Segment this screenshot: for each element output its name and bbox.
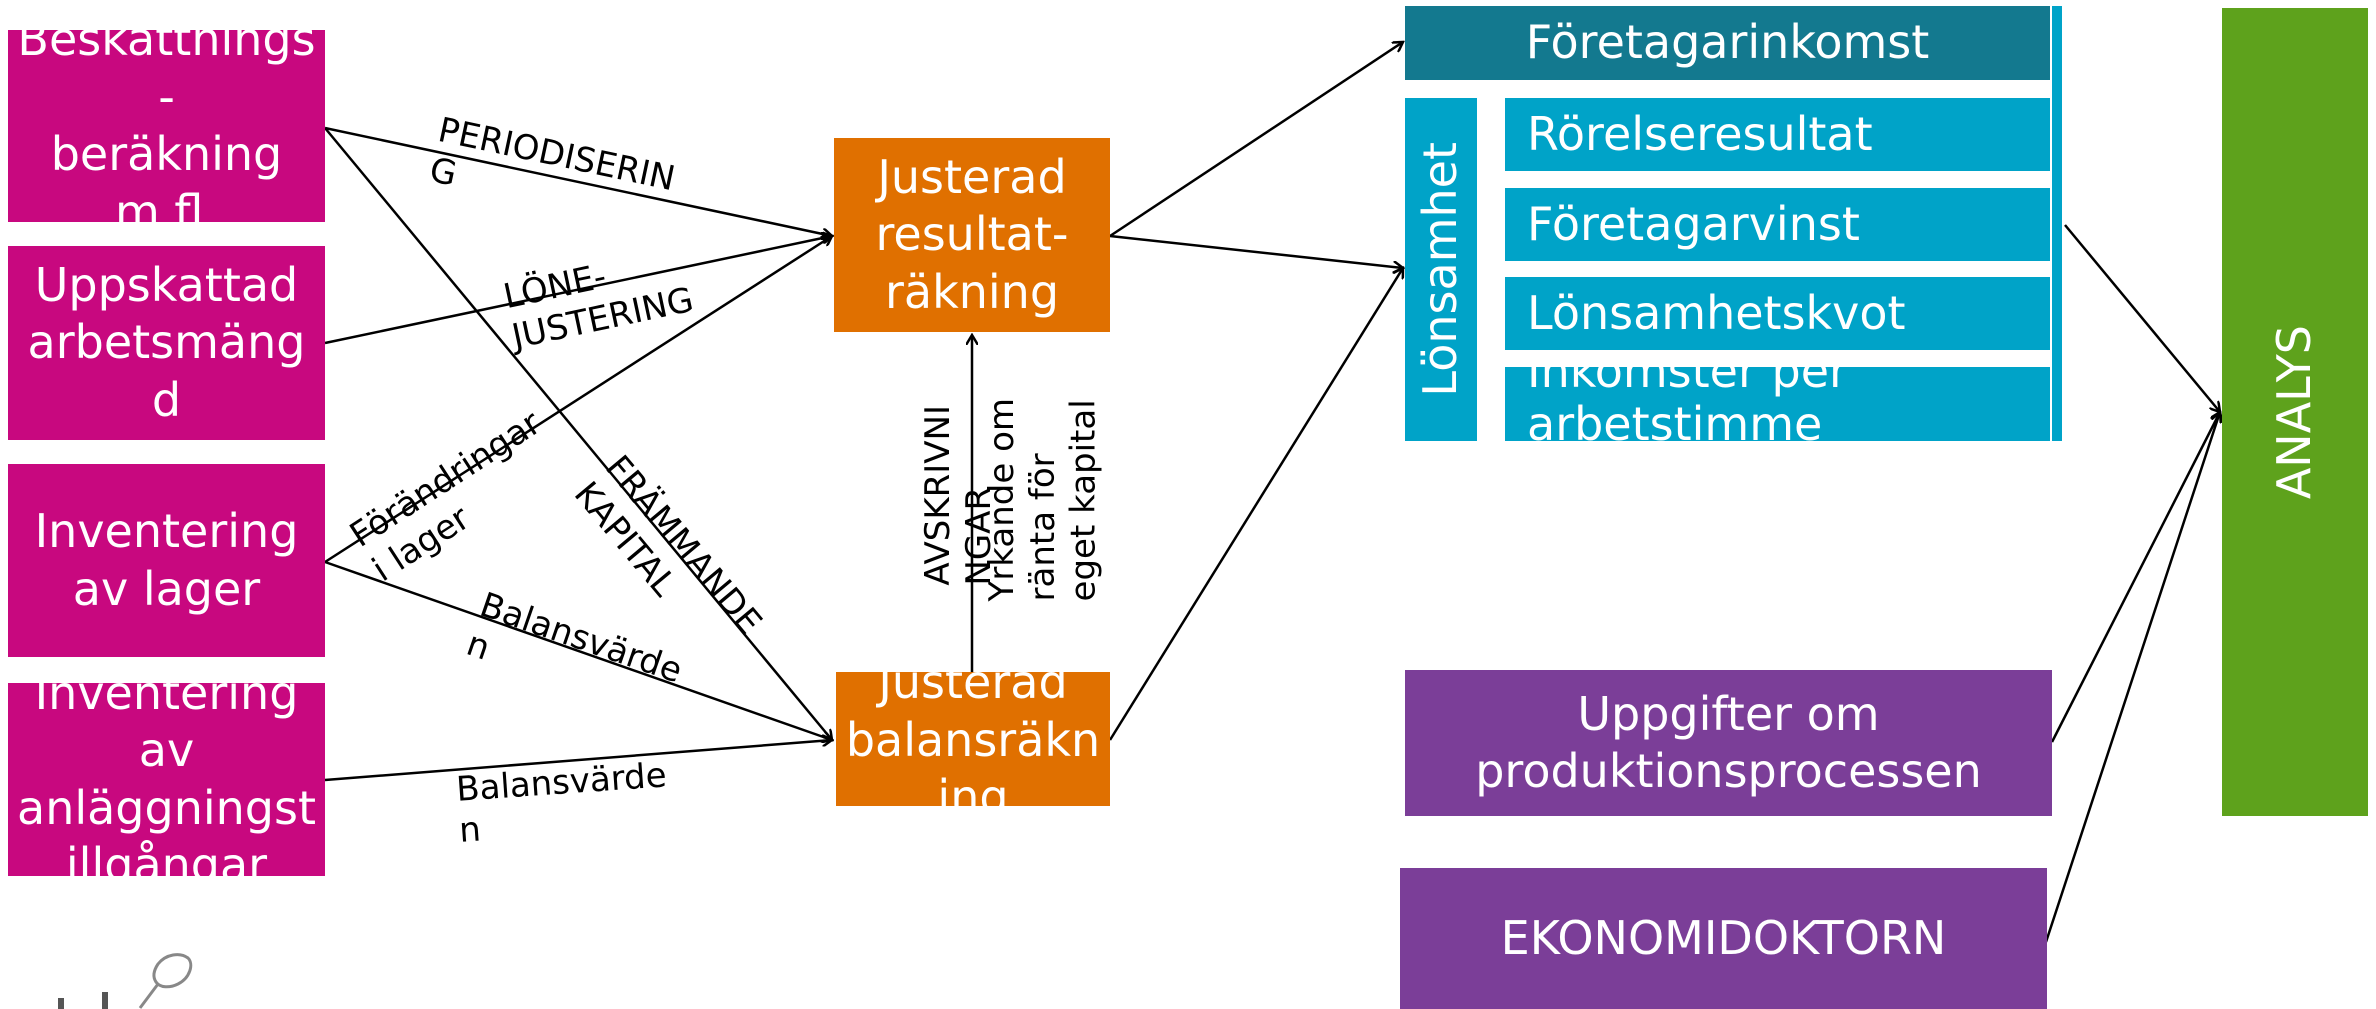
box-inventering-lager-text: Inventering av lager [34,504,299,616]
arrow-produktion-analys [2050,412,2220,743]
box-inkomster-per-arbetstimme-text: Inkomster per arbetstimme [1527,367,1848,441]
box-inventering-anlaggningstillgangar: Inventering av anläggningst illgångar [8,683,325,876]
arrow-lager-balans [324,560,832,740]
box-uppskattad-arbetsmangd-text: Uppskattad arbetsmäng d [27,257,306,427]
box-rorelseresultat: Rörelseresultat [1505,98,2050,171]
arrow-beskattning-resultat [324,126,832,236]
label-balansvarden-anlaggning: Balansvärde n [455,755,668,851]
box-ekonomidoktorn-text: EKONOMIDOKTORN [1500,910,1947,965]
box-beskattningsberakning: Beskattnings - beräkning m.fl. [8,30,325,222]
box-lonsamhet: Lönsamhet [1405,98,1477,441]
box-justerad-balansrakning-text: Justerad balansräkn ing [845,672,1101,806]
label-yrkande-ranta: Yrkande om ränta för eget kapital [982,398,1104,602]
box-lonsamhet-text: Lönsamhet [1413,142,1468,397]
box-foretagarinkomst: Företagarinkomst [1405,6,2050,80]
box-inkomster-per-arbetstimme: Inkomster per arbetstimme [1505,367,2050,441]
arrow-resultat-lonsamhet [1109,234,1403,268]
box-lonsamhetskvot-text: Lönsamhetskvot [1527,285,1906,340]
box-inventering-lager: Inventering av lager [8,464,325,657]
box-uppgifter-produktionsprocessen-text: Uppgifter om produktionsprocessen [1475,686,1982,799]
box-ekonomidoktorn: EKONOMIDOKTORN [1400,868,2047,1009]
arrow-beskattning-balans [324,127,832,740]
arrow-nyckeltal-analys [2064,224,2220,412]
arrow-ekonomidoktorn-analys [2044,412,2220,943]
arrow-lager-resultat [324,236,832,564]
box-inventering-anlaggningstillgangar-text: Inventering av anläggningst illgångar [17,683,316,876]
box-analys: ANALYS [2222,8,2368,816]
box-justerad-resultatrakning-text: Justerad resultat- räkning [875,149,1069,319]
box-rorelseresultat-text: Rörelseresultat [1527,106,1873,161]
logo-leaf-icon [58,953,193,1009]
arrow-anlaggning-balans [324,740,832,782]
box-beskattningsberakning-text: Beskattnings - beräkning m.fl. [17,30,316,222]
arrow-resultat-foretagarinkomst [1109,42,1403,238]
box-justerad-resultatrakning: Justerad resultat- räkning [834,138,1110,332]
nyckeltal-bracket [2052,6,2062,441]
arrow-balans-lonsamhet [1108,268,1403,741]
box-foretagarvinst: Företagarvinst [1505,188,2050,261]
box-uppgifter-produktionsprocessen: Uppgifter om produktionsprocessen [1405,670,2052,816]
arrow-arbetsmangd-resultat [324,236,832,345]
box-analys-text: ANALYS [2267,324,2322,500]
box-justerad-balansrakning: Justerad balansräkn ing [836,672,1110,806]
box-foretagarinkomst-text: Företagarinkomst [1525,15,1930,70]
box-uppskattad-arbetsmangd: Uppskattad arbetsmäng d [8,246,325,440]
box-foretagarvinst-text: Företagarvinst [1527,196,1860,251]
box-lonsamhetskvot: Lönsamhetskvot [1505,277,2050,350]
